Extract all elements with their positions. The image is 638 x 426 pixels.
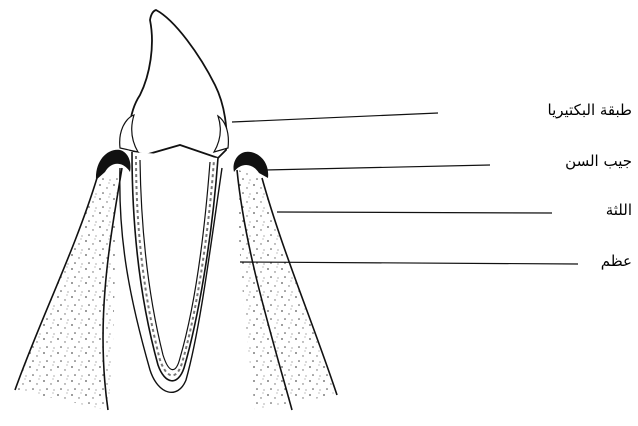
right-gum-tissue [237, 170, 337, 410]
leader-line-plaque [232, 113, 438, 122]
label-bone: عظم [601, 252, 632, 270]
tooth [129, 10, 226, 381]
tooth-crown [129, 10, 226, 158]
label-gum: اللثة [606, 201, 632, 219]
left-gum-tissue [15, 168, 122, 410]
leader-line-pocket [265, 165, 490, 170]
label-plaque: طبقة البكتيريا [548, 101, 633, 119]
leader-line-gum [277, 212, 552, 213]
label-pocket: جيب السن [565, 152, 632, 170]
tooth-root [132, 152, 218, 381]
